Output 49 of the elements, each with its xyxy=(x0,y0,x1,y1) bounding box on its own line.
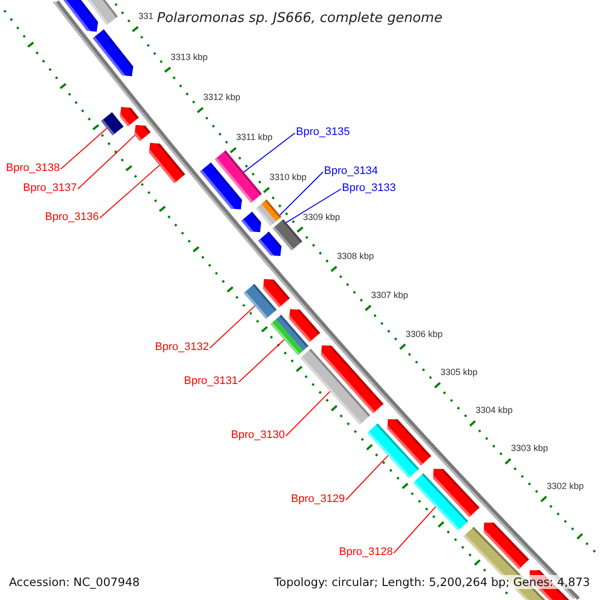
gene-label: Bpro_3138 xyxy=(6,162,60,174)
scale-label: 3312 kbp xyxy=(203,93,240,102)
leader-line xyxy=(60,128,108,170)
leader-line xyxy=(279,172,324,216)
scale-label: 3310 kbp xyxy=(269,173,306,182)
gene-bar xyxy=(256,200,282,226)
gene-label: Bpro_3135 xyxy=(296,126,350,138)
gene-label: Bpro_3137 xyxy=(23,182,77,194)
gene-label: Bpro_3132 xyxy=(155,341,209,353)
gene-label: Bpro_3129 xyxy=(291,493,345,505)
gene-label: Bpro_3131 xyxy=(184,375,238,387)
scale-label: 3304 kbp xyxy=(476,406,513,416)
gene-label: Bpro_3130 xyxy=(231,429,285,441)
leader-line xyxy=(286,188,342,224)
gene-label: Bpro_3134 xyxy=(324,165,378,177)
gene-feature xyxy=(134,124,151,142)
leader-line xyxy=(238,339,285,382)
gene-bar xyxy=(300,348,370,425)
footer-text: Accession: NC_007948 xyxy=(9,575,140,589)
footer-text: Topology: circular; Length: 5,200,264 bp; Genes: 4,873 xyxy=(274,575,590,589)
scale-label: 3306 kbp xyxy=(406,330,443,339)
scale-label: 3307 kbp xyxy=(371,290,408,300)
gene-bar xyxy=(367,423,420,478)
leader-line xyxy=(77,134,136,190)
scale-label: 3311 kbp xyxy=(236,133,273,142)
leader-line xyxy=(285,390,330,436)
gene-bar xyxy=(270,314,308,356)
leader-line xyxy=(99,164,160,218)
leader-line xyxy=(243,132,296,173)
scale-label: 331 xyxy=(138,12,154,22)
scale-label: 3313 kbp xyxy=(170,52,208,62)
scale-label: 3305 kbp xyxy=(440,368,478,378)
gene-bar xyxy=(101,112,124,136)
scale-label: 3309 kbp xyxy=(303,212,340,222)
diagram-title: Polaromonas sp. JS666, complete genome xyxy=(157,10,442,26)
gene-feature xyxy=(149,142,186,184)
leader-line xyxy=(209,305,256,348)
gene-bar xyxy=(244,284,277,319)
gene-label: Bpro_3133 xyxy=(342,182,396,194)
gene-bar xyxy=(272,219,302,250)
scale-label: 3302 kbp xyxy=(546,482,584,491)
scale-label: 3308 kbp xyxy=(336,252,374,261)
scale-label: 3303 kbp xyxy=(511,444,548,454)
gene-label: Bpro_3136 xyxy=(45,211,99,223)
gene-bar xyxy=(214,150,262,203)
gene-label: Bpro_3128 xyxy=(339,546,393,558)
leader-line xyxy=(393,506,436,554)
gene-bar xyxy=(413,473,468,531)
leader-line xyxy=(345,455,388,500)
